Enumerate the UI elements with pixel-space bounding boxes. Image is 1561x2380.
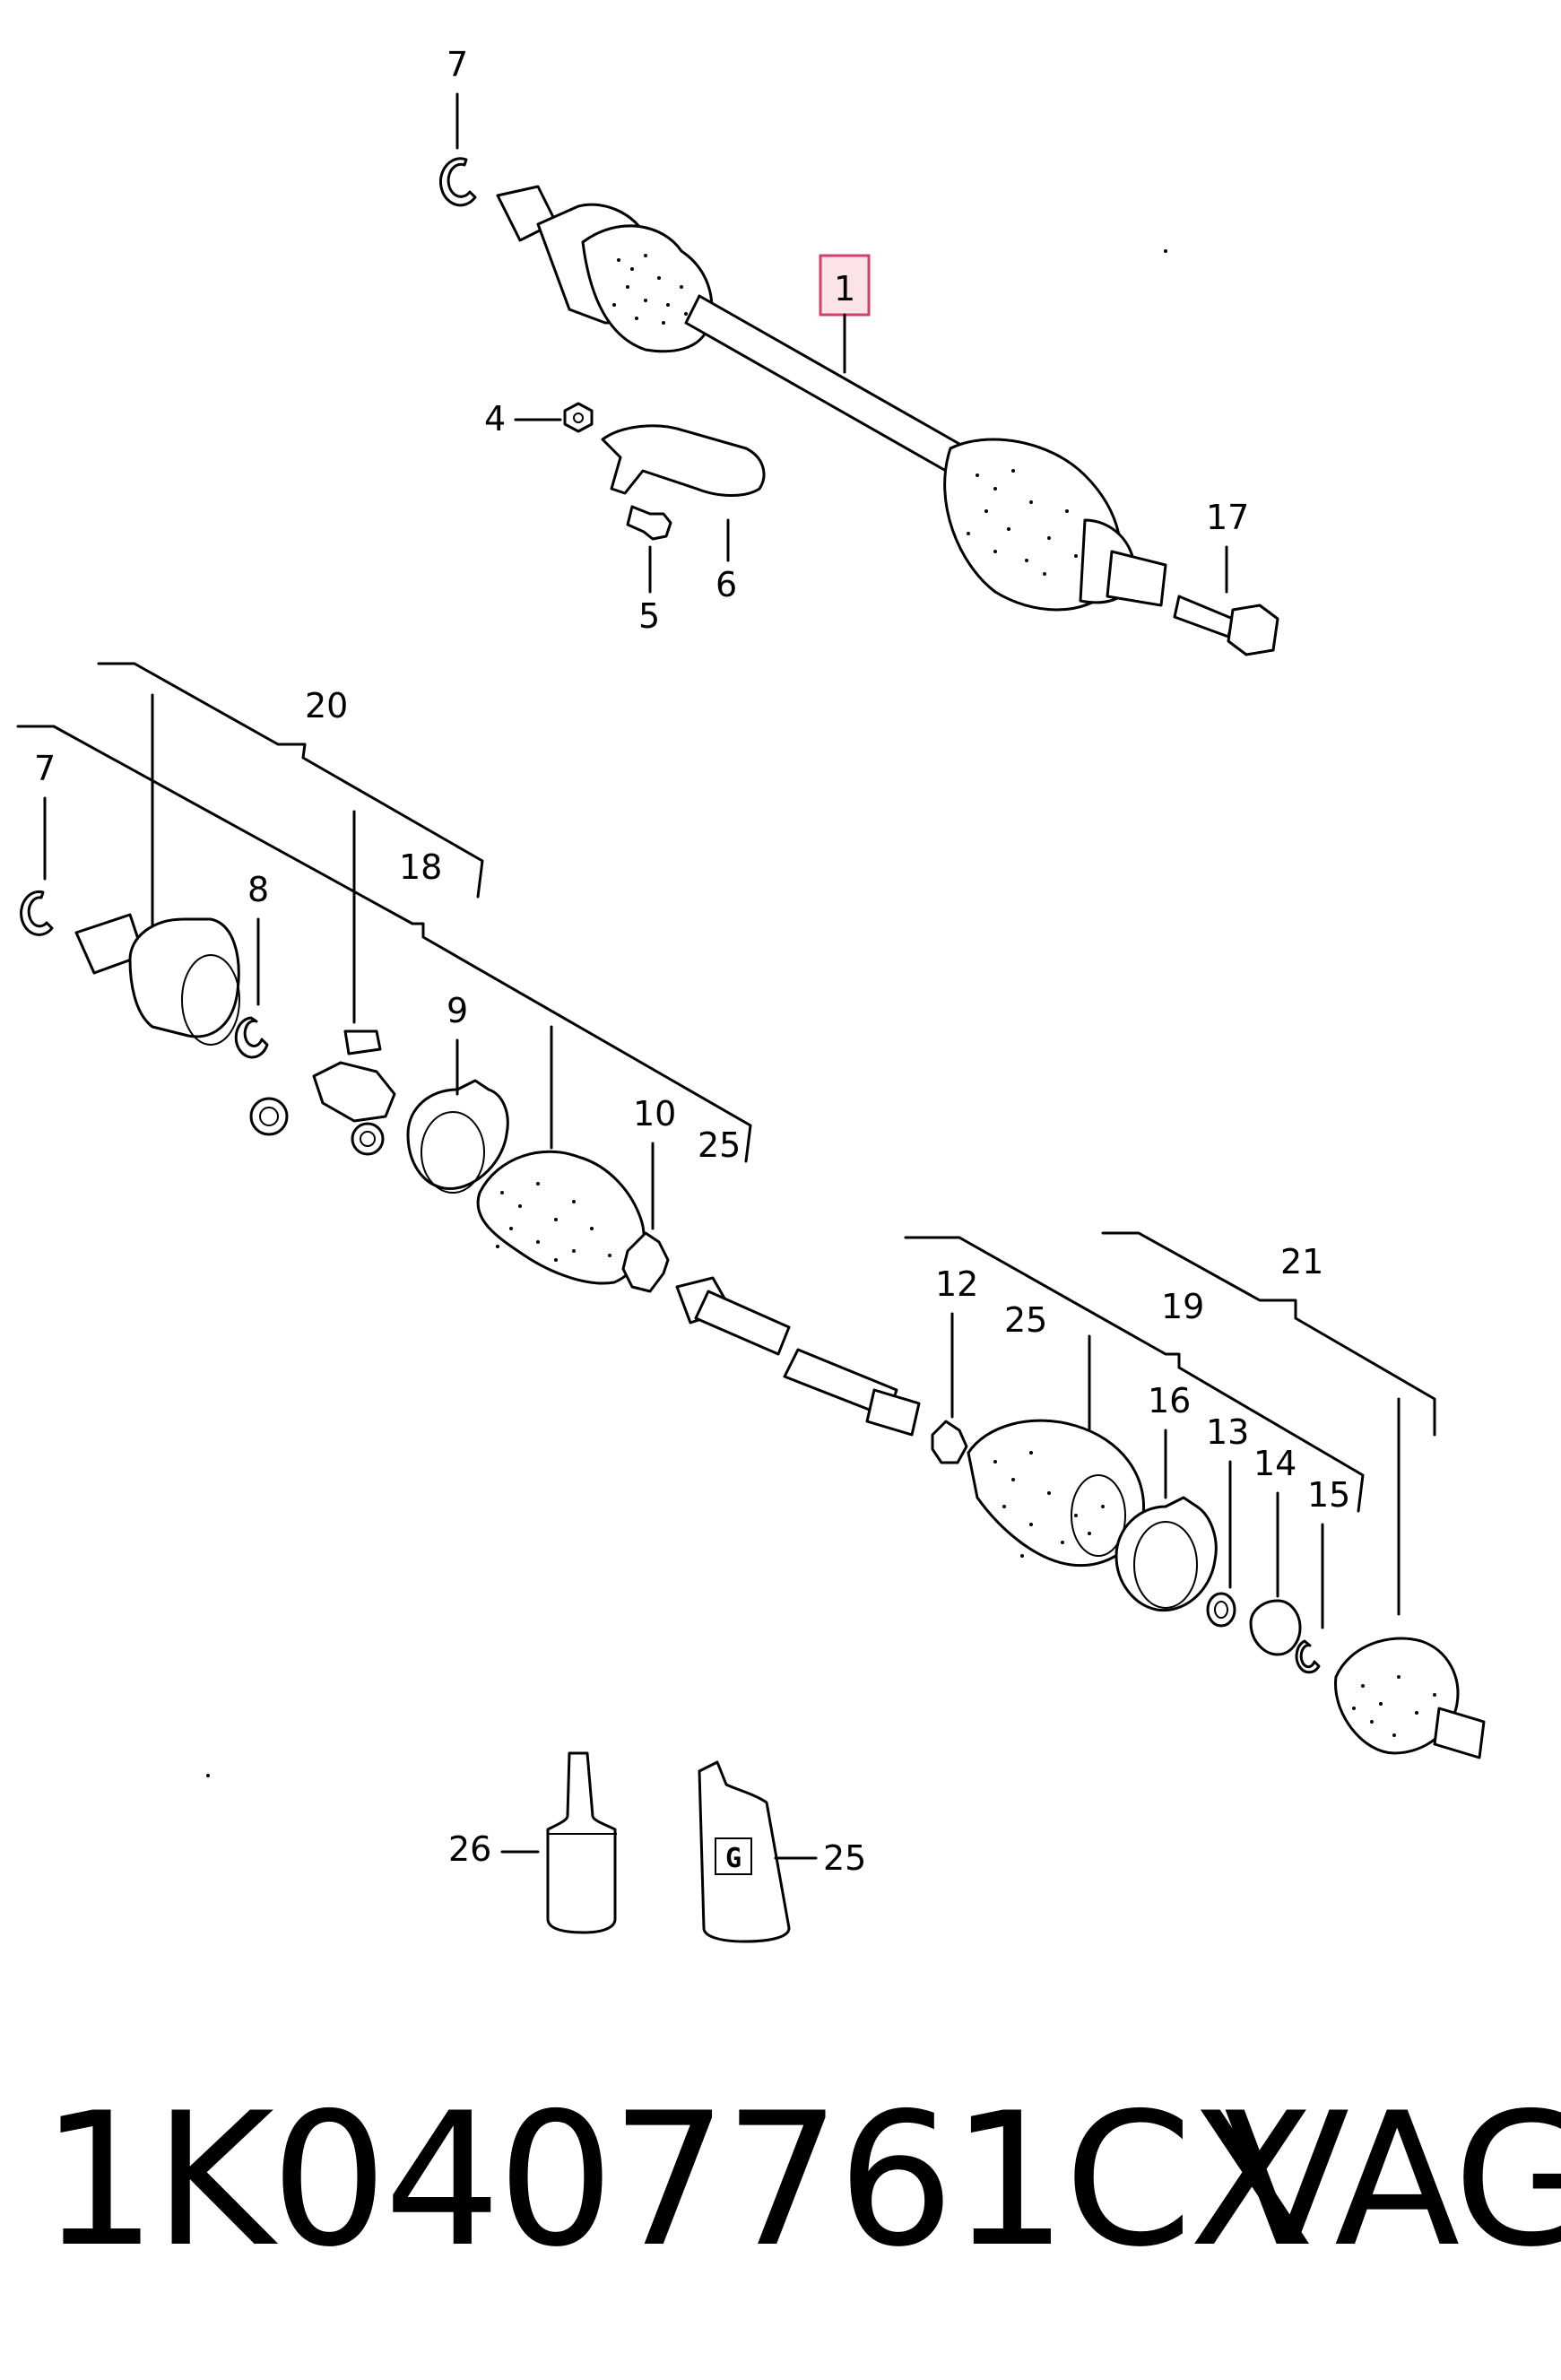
callout-20: 20	[305, 686, 348, 725]
bottle-26	[546, 1751, 617, 1934]
tube-label: G	[725, 1843, 741, 1874]
brand-label: VAG	[1224, 2074, 1561, 2288]
roller-left	[249, 1097, 289, 1136]
callout-1: 1	[834, 269, 855, 308]
dished-washer-14	[1249, 1599, 1302, 1656]
callout-9: 9	[447, 991, 468, 1030]
exploded-parts: 7 8 9 25 10	[20, 749, 1486, 1759]
nut-4	[563, 402, 594, 433]
callout-26: 26	[448, 1829, 491, 1869]
callout-14: 14	[1253, 1444, 1296, 1483]
callout-5: 5	[638, 596, 660, 636]
circlip-7-left	[20, 890, 54, 936]
callout-7-top: 7	[447, 45, 468, 84]
circlip-7-top	[438, 157, 477, 207]
part-number: 1K0407761CX	[40, 2074, 1314, 2288]
inner-boot-exploded	[476, 1150, 646, 1285]
bracket-18	[16, 725, 752, 1163]
bracket-21	[1101, 1231, 1436, 1437]
bracket-20	[97, 662, 484, 899]
callout-25-c: 25	[823, 1838, 866, 1878]
outer-spline-exploded	[1433, 1707, 1486, 1759]
callout-18: 18	[399, 847, 442, 887]
complete-drive-shaft: 1 7 17 4 5 6	[438, 45, 1279, 656]
callout-17: 17	[1206, 498, 1249, 537]
heat-shield-6	[601, 424, 766, 497]
callout-6: 6	[715, 565, 737, 604]
clip-12	[931, 1420, 968, 1464]
screw-5	[626, 505, 672, 541]
outer-spline-top	[1106, 550, 1167, 607]
callout-25-a: 25	[698, 1125, 741, 1165]
group-bracket-lines: 20 18 19 21	[16, 662, 1436, 1616]
callout-15: 15	[1307, 1475, 1350, 1515]
roller-bottom	[351, 1122, 385, 1156]
shaft-spline-outer	[865, 1388, 921, 1437]
clip-10	[621, 1231, 670, 1293]
consumables: 26 G 25	[448, 1751, 866, 1943]
grease-tube-25	[698, 1760, 791, 1943]
shaft-section-a	[694, 1290, 791, 1356]
inner-joint-housing-exploded	[128, 917, 240, 1038]
callout-25-b: 25	[1004, 1300, 1047, 1340]
callout-10: 10	[633, 1094, 676, 1134]
ring-13	[1206, 1592, 1236, 1628]
tripod-spider	[312, 1061, 396, 1123]
callout-4: 4	[484, 399, 506, 439]
callout-19: 19	[1161, 1287, 1204, 1326]
callout-21: 21	[1280, 1242, 1323, 1281]
clamp-16	[1114, 1496, 1218, 1612]
callout-12: 12	[935, 1264, 978, 1304]
inner-boot-top	[581, 224, 714, 353]
bolt-17-head	[1227, 604, 1279, 656]
circlip-15	[1295, 1639, 1321, 1674]
callout-7-left: 7	[34, 749, 56, 788]
outer-joint-exploded	[1334, 1637, 1460, 1755]
callout-16: 16	[1148, 1381, 1191, 1420]
callout-8: 8	[247, 870, 269, 909]
roller-top	[343, 1029, 382, 1055]
bracket-19	[904, 1236, 1365, 1513]
circlip-8	[234, 1016, 269, 1059]
bolt-17	[1173, 595, 1235, 638]
callout-13: 13	[1206, 1412, 1249, 1452]
